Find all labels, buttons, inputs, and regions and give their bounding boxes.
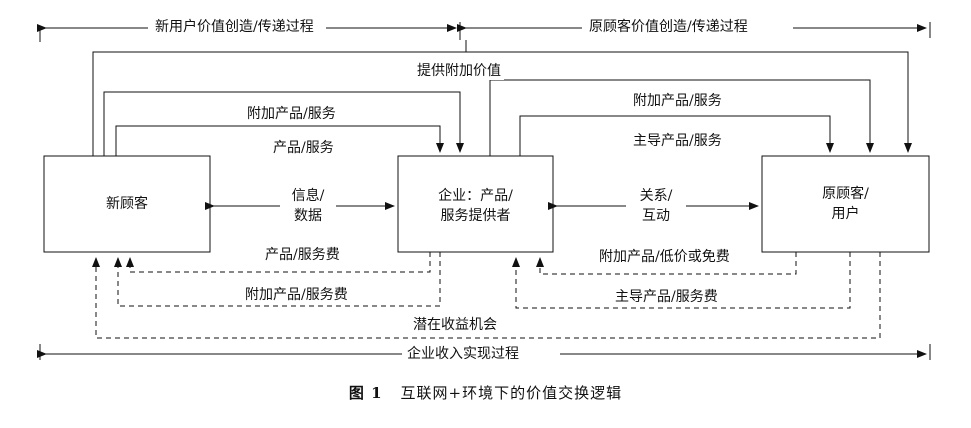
main-fee-arrow bbox=[512, 252, 851, 309]
figure-number: 图 1 bbox=[348, 384, 383, 402]
addon-service-arrow-right bbox=[519, 115, 834, 156]
product-fee-arrow bbox=[126, 252, 431, 273]
product-service-arrow-left bbox=[115, 125, 444, 156]
figure-title: 互联网+环境下的价值交换逻辑 bbox=[400, 384, 623, 402]
addon-fee-arrow bbox=[114, 252, 441, 307]
figure-caption: 图 1 互联网+环境下的价值交换逻辑 bbox=[0, 382, 971, 403]
original-customer-label-line2: 用户 bbox=[831, 206, 860, 222]
addon-low-free-arrow bbox=[536, 252, 797, 275]
enterprise-label-line2: 服务提供者 bbox=[440, 208, 511, 224]
new-customer-label: 新顾客 bbox=[106, 196, 148, 212]
info-label-line2: 数据 bbox=[294, 208, 322, 224]
original-customer-label: 原顾客/ 用户 bbox=[762, 184, 929, 224]
addon-service-left-label: 附加产品/服务 bbox=[247, 106, 336, 122]
outer-loop-line bbox=[92, 51, 912, 156]
relation-label: 关系/ 互动 bbox=[626, 186, 686, 226]
potential-revenue-label: 潜在收益机会 bbox=[410, 316, 500, 334]
info-data-label: 信息/ 数据 bbox=[280, 186, 336, 226]
relation-label-line1: 关系/ bbox=[639, 188, 673, 204]
original-customer-label-line1: 原顾客/ bbox=[822, 186, 869, 202]
original-customer-box bbox=[761, 155, 930, 253]
enterprise-label-line1: 企业：产品/ bbox=[438, 188, 513, 204]
main-fee-label: 主导产品/服务费 bbox=[615, 289, 718, 305]
addon-fee-label: 附加产品/服务费 bbox=[245, 287, 348, 303]
product-fee-label: 产品/服务费 bbox=[265, 247, 340, 263]
relation-label-line2: 互动 bbox=[642, 208, 670, 224]
info-label-line1: 信息/ bbox=[291, 188, 325, 204]
enterprise-label: 企业：产品/ 服务提供者 bbox=[398, 186, 553, 226]
new-process-label: 新用户价值创造/传递过程 bbox=[152, 18, 317, 36]
revenue-process-label: 企业收入实现过程 bbox=[404, 345, 522, 363]
main-service-label: 主导产品/服务 bbox=[633, 133, 722, 149]
addon-service-arrow-left bbox=[103, 91, 464, 156]
potential-revenue-arrow bbox=[92, 252, 881, 339]
product-service-left-label: 产品/服务 bbox=[273, 140, 334, 156]
addon-service-right-label: 附加产品/服务 bbox=[633, 93, 722, 109]
extra-value-arrow bbox=[489, 79, 874, 156]
extra-value-label: 提供附加价值 bbox=[414, 62, 504, 80]
addon-low-free-label: 附加产品/低价或免费 bbox=[599, 249, 730, 265]
old-process-label: 原顾客价值创造/传递过程 bbox=[586, 18, 751, 36]
